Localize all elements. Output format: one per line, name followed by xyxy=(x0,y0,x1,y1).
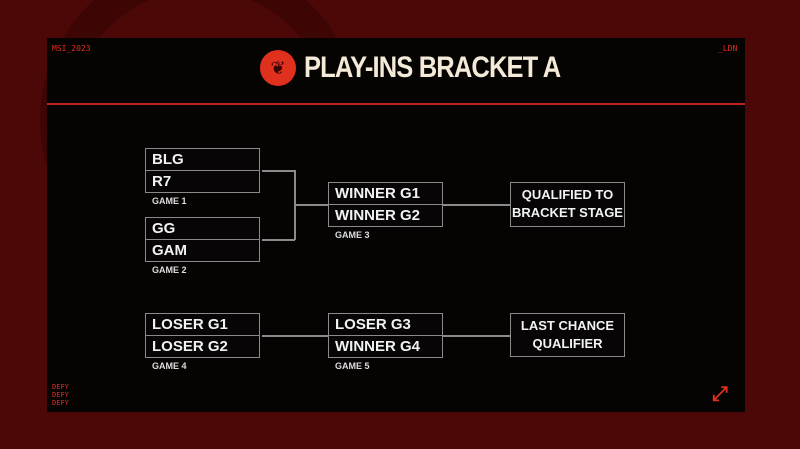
match-game-5: LOSER G3 WINNER G4 xyxy=(328,313,443,358)
team-slot: LOSER G1 xyxy=(152,316,228,333)
match-game-4: LOSER G1 LOSER G2 xyxy=(145,313,260,358)
game-label: GAME 1 xyxy=(152,196,187,206)
team-slot: WINNER G2 xyxy=(329,204,442,226)
defy-tag: DEFY xyxy=(52,399,69,407)
title-text: PLAY-INS BRACKET A xyxy=(304,51,561,84)
team-slot: GG xyxy=(152,220,176,237)
outcome-last-chance: LAST CHANCE QUALIFIER xyxy=(510,313,625,357)
team-slot: BLG xyxy=(152,151,184,168)
game-label: GAME 4 xyxy=(152,361,187,371)
team-slot: R7 xyxy=(146,170,259,192)
connector xyxy=(262,239,295,241)
team-slot: WINNER G4 xyxy=(329,335,442,357)
connector xyxy=(262,335,328,337)
team-slot: WINNER G1 xyxy=(335,185,421,202)
event-tag: MSI_2023 xyxy=(52,44,91,53)
location-tag: _LDN xyxy=(718,44,738,53)
connector xyxy=(443,335,510,337)
match-game-3: WINNER G1 WINNER G2 xyxy=(328,182,443,227)
divider xyxy=(47,103,745,105)
defy-tag: DEFY xyxy=(52,391,69,399)
defy-tag: DEFY xyxy=(52,383,69,391)
outcome-text: QUALIFIED TO BRACKET STAGE xyxy=(512,187,623,220)
outcome-text: LAST CHANCE QUALIFIER xyxy=(520,318,615,351)
page-title: ❦ PLAY-INS BRACKET A xyxy=(260,50,605,86)
expand-icon: ⤢ xyxy=(712,383,728,405)
outcome-qualified: QUALIFIED TO BRACKET STAGE xyxy=(510,182,625,227)
msi-logo-icon: ❦ xyxy=(260,50,296,86)
team-slot: LOSER G2 xyxy=(146,335,259,357)
match-game-2: GG GAM xyxy=(145,217,260,262)
team-slot: LOSER G3 xyxy=(335,316,411,333)
connector xyxy=(294,204,328,206)
game-label: GAME 5 xyxy=(335,361,370,371)
game-label: GAME 3 xyxy=(335,230,370,240)
connector xyxy=(443,204,510,206)
match-game-1: BLG R7 xyxy=(145,148,260,193)
connector xyxy=(262,170,295,172)
team-slot: GAM xyxy=(146,239,259,261)
game-label: GAME 2 xyxy=(152,265,187,275)
